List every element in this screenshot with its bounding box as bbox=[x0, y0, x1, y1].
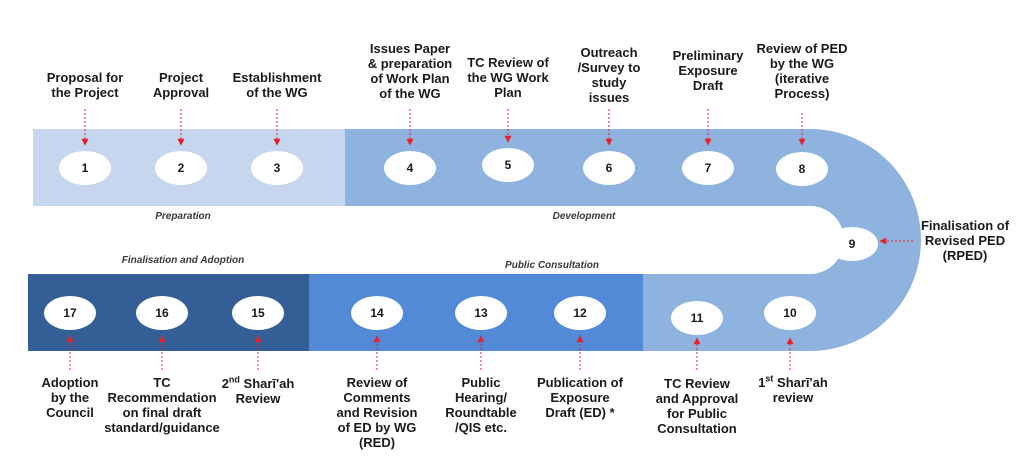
step-node-12: 12 bbox=[554, 296, 606, 330]
svg-text:1: 1 bbox=[82, 161, 89, 175]
step-node-3: 3 bbox=[251, 151, 303, 185]
svg-text:8: 8 bbox=[799, 162, 806, 176]
step-label-1: Proposal for the Project bbox=[46, 70, 124, 100]
step-node-17: 17 bbox=[44, 296, 96, 330]
svg-text:9: 9 bbox=[849, 237, 856, 251]
step-label-14: Review of Comments and Revision of ED by… bbox=[336, 375, 418, 450]
step-node-4: 4 bbox=[384, 151, 436, 185]
svg-text:17: 17 bbox=[63, 306, 77, 320]
step-label-13: Public Hearing/ Roundtable /QIS etc. bbox=[445, 375, 517, 435]
step-label-17: Adoption by the Council bbox=[41, 375, 99, 420]
svg-text:5: 5 bbox=[505, 158, 512, 172]
step-node-10: 10 bbox=[764, 296, 816, 330]
step-label-2: Project Approval bbox=[152, 70, 210, 100]
svg-text:7: 7 bbox=[705, 161, 712, 175]
phase-label-preparation: Preparation bbox=[155, 211, 211, 222]
svg-text:6: 6 bbox=[606, 161, 613, 175]
step-label-text: Sharī'ah Review bbox=[235, 376, 295, 406]
step-node-13: 13 bbox=[455, 296, 507, 330]
ordinal-suffix: st bbox=[765, 373, 774, 384]
step-label-16: TC Recommendation on final draft standar… bbox=[104, 375, 220, 435]
step-label-5: TC Review of the WG Work Plan bbox=[467, 55, 549, 100]
step-label-8: Review of PED by the WG (iterative Proce… bbox=[756, 41, 848, 101]
svg-text:14: 14 bbox=[370, 306, 384, 320]
step-node-7: 7 bbox=[682, 151, 734, 185]
step-label-15: 2nd Sharī'ah Review bbox=[208, 374, 308, 406]
step-label-6: Outreach /Survey to study issues bbox=[577, 45, 641, 105]
svg-text:15: 15 bbox=[251, 306, 265, 320]
step-node-5: 5 bbox=[482, 148, 534, 182]
ordinal-suffix: nd bbox=[228, 374, 240, 385]
svg-text:16: 16 bbox=[155, 306, 169, 320]
step-node-1: 1 bbox=[59, 151, 111, 185]
svg-text:13: 13 bbox=[474, 306, 488, 320]
step-label-7: Preliminary Exposure Draft bbox=[672, 48, 744, 93]
step-label-4: Issues Paper & preparation of Work Plan … bbox=[367, 41, 453, 101]
step-node-8: 8 bbox=[776, 152, 828, 186]
step-label-12: Publication of Exposure Draft (ED) * bbox=[537, 375, 623, 420]
svg-text:12: 12 bbox=[573, 306, 587, 320]
step-node-14: 14 bbox=[351, 296, 403, 330]
svg-text:3: 3 bbox=[274, 161, 281, 175]
ordinal-number: 1 bbox=[758, 375, 766, 390]
step-label-10: 1st Sharī'ah review bbox=[748, 373, 838, 405]
phase-label-public-consultation: Public Consultation bbox=[505, 260, 599, 271]
svg-text:2: 2 bbox=[178, 161, 185, 175]
step-node-15: 15 bbox=[232, 296, 284, 330]
step-node-6: 6 bbox=[583, 151, 635, 185]
step-node-9: 9 bbox=[826, 227, 878, 261]
svg-text:10: 10 bbox=[783, 306, 797, 320]
svg-text:11: 11 bbox=[691, 311, 704, 325]
step-node-2: 2 bbox=[155, 151, 207, 185]
ordinal-number: 2 bbox=[221, 376, 229, 391]
step-label-3: Establishment of the WG bbox=[232, 70, 322, 100]
phase-label-development: Development bbox=[553, 211, 616, 222]
step-node-11: 11 bbox=[671, 301, 723, 335]
step-label-text: Sharī'ah review bbox=[772, 375, 828, 405]
step-node-16: 16 bbox=[136, 296, 188, 330]
step-label-11: TC Review and Approval for Public Consul… bbox=[655, 376, 739, 436]
svg-text:4: 4 bbox=[407, 161, 414, 175]
phase-label-finalisation-adoption: Finalisation and Adoption bbox=[122, 255, 244, 266]
band-development bbox=[345, 129, 921, 351]
step-label-9: Finalisation of Revised PED (RPED) bbox=[920, 218, 1010, 263]
